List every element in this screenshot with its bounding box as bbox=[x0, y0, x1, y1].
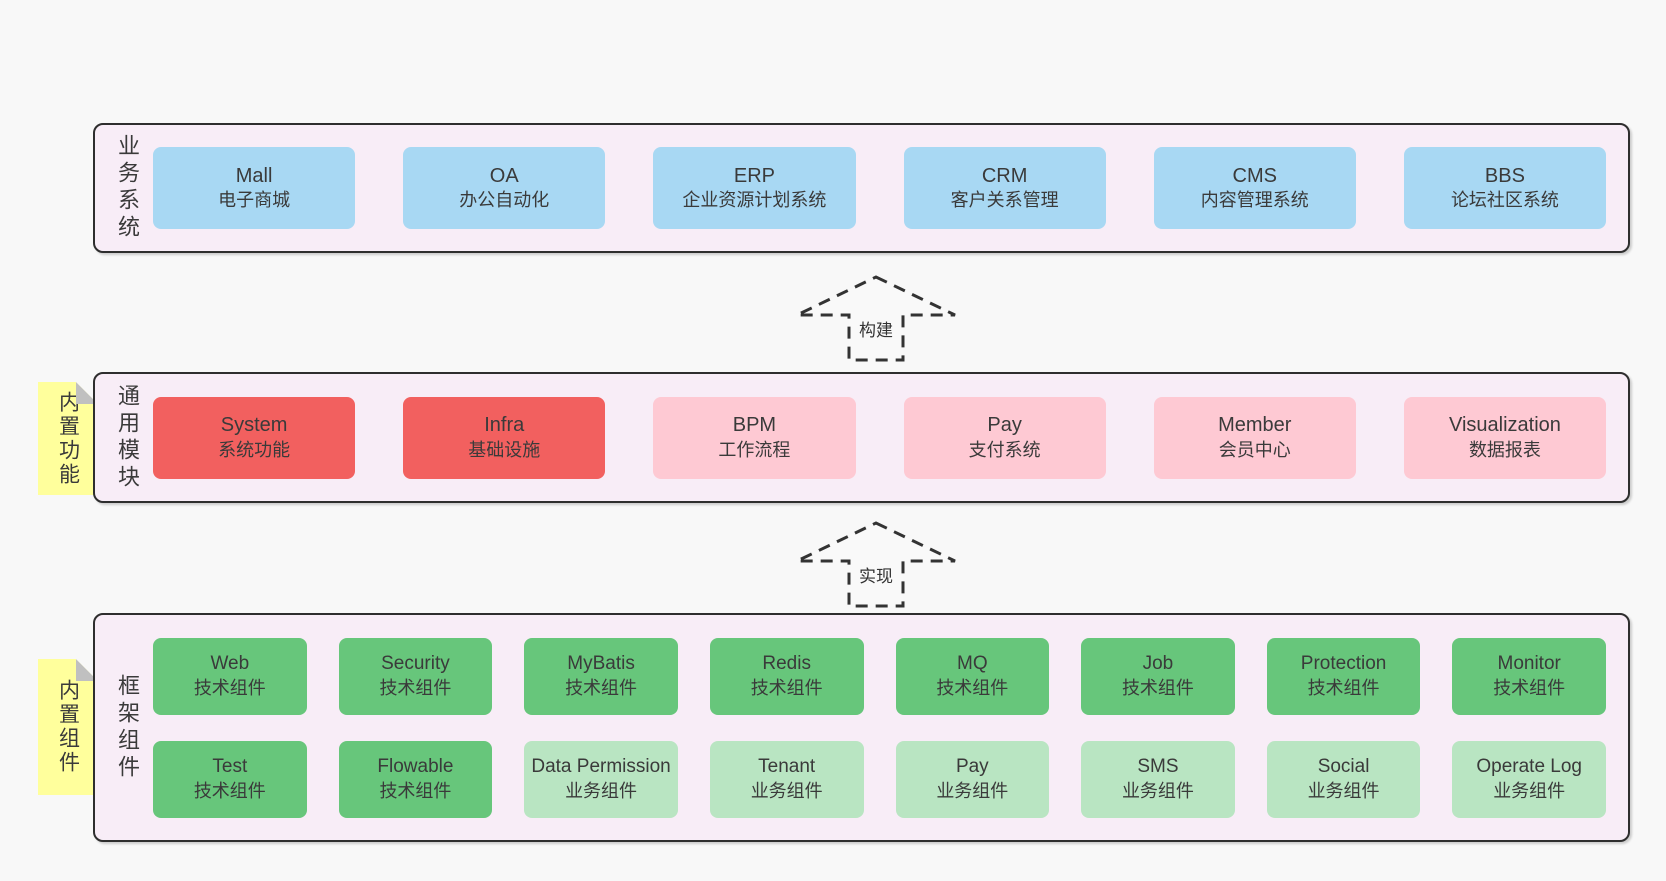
box-subtitle: 技术组件 bbox=[936, 677, 1009, 698]
box-subtitle: 技术组件 bbox=[193, 677, 266, 698]
box-subtitle: 业务组件 bbox=[565, 780, 638, 801]
box-title: BBS bbox=[1484, 164, 1525, 187]
box-job: Job 技术组件 bbox=[1081, 637, 1235, 715]
box-security: Security 技术组件 bbox=[338, 637, 493, 715]
framework-components-layer: 框架组件 Web 技术组件 Security 技术组件 MyBatis 技术组件… bbox=[93, 613, 1630, 842]
box-title: MQ bbox=[957, 653, 988, 675]
box-infra: Infra 基础设施 bbox=[403, 396, 606, 479]
box-title: Security bbox=[381, 653, 450, 675]
box-subtitle: 工作流程 bbox=[718, 439, 791, 460]
box-title: Pay bbox=[955, 756, 989, 778]
box-title: MyBatis bbox=[567, 653, 635, 675]
box-subtitle: 技术组件 bbox=[379, 677, 452, 698]
box-system: System 系统功能 bbox=[153, 396, 356, 479]
box-mq: MQ 技术组件 bbox=[895, 637, 1050, 715]
box-web: Web 技术组件 bbox=[153, 637, 307, 715]
box-subtitle: 技术组件 bbox=[750, 677, 823, 698]
box-subtitle: 技术组件 bbox=[1493, 677, 1566, 698]
box-cms: CMS 内容管理系统 bbox=[1153, 147, 1356, 229]
box-title: CRM bbox=[981, 164, 1028, 187]
box-subtitle: 基础设施 bbox=[468, 439, 541, 460]
box-title: Web bbox=[210, 653, 250, 675]
box-monitor: Monitor 技术组件 bbox=[1452, 637, 1606, 715]
note-text: 内置组件 bbox=[56, 679, 80, 775]
common-modules-layer: 通用模块 System 系统功能 Infra 基础设施 BPM 工作流程 Pay… bbox=[93, 372, 1630, 503]
box-title: Test bbox=[212, 756, 248, 778]
build-arrow-icon: 构建 bbox=[791, 272, 961, 364]
box-title: SMS bbox=[1137, 756, 1179, 778]
box-subtitle: 技术组件 bbox=[1121, 677, 1194, 698]
box-title: CMS bbox=[1232, 164, 1277, 187]
box-title: BPM bbox=[732, 414, 777, 437]
box-subtitle: 技术组件 bbox=[193, 780, 266, 801]
box-subtitle: 系统功能 bbox=[218, 439, 291, 460]
box-title: Visualization bbox=[1448, 414, 1561, 437]
box-visualization: Visualization 数据报表 bbox=[1403, 396, 1607, 479]
arrow-label: 实现 bbox=[857, 562, 895, 587]
box-flowable: Flowable 技术组件 bbox=[338, 740, 493, 818]
box-operate-log: Operate Log 业务组件 bbox=[1452, 740, 1606, 818]
box-subtitle: 业务组件 bbox=[1307, 780, 1380, 801]
box-data-permission: Data Permission 业务组件 bbox=[524, 740, 678, 818]
box-bpm: BPM 工作流程 bbox=[653, 396, 856, 479]
implement-arrow-icon: 实现 bbox=[791, 518, 961, 610]
box-subtitle: 数据报表 bbox=[1468, 439, 1541, 460]
box-mybatis: MyBatis 技术组件 bbox=[524, 637, 678, 715]
box-title: Member bbox=[1218, 414, 1292, 437]
box-title: Social bbox=[1317, 756, 1370, 778]
box-title: Redis bbox=[762, 653, 811, 675]
box-title: Mall bbox=[235, 164, 273, 187]
box-subtitle: 业务组件 bbox=[1493, 780, 1566, 801]
box-social: Social 业务组件 bbox=[1266, 740, 1421, 818]
box-subtitle: 客户关系管理 bbox=[950, 190, 1059, 211]
box-crm: CRM 客户关系管理 bbox=[903, 147, 1106, 229]
arrow-label: 构建 bbox=[857, 316, 895, 341]
box-oa: OA 办公自动化 bbox=[403, 147, 606, 229]
box-title: System bbox=[220, 414, 288, 437]
box-title: Tenant bbox=[758, 756, 816, 778]
box-subtitle: 技术组件 bbox=[1307, 677, 1380, 698]
box-title: ERP bbox=[733, 164, 775, 187]
box-test: Test 技术组件 bbox=[153, 740, 307, 818]
box-title: Job bbox=[1142, 653, 1174, 675]
box-title: Protection bbox=[1300, 653, 1387, 675]
box-member: Member 会员中心 bbox=[1153, 396, 1356, 479]
box-subtitle: 业务组件 bbox=[750, 780, 823, 801]
box-bbs: BBS 论坛社区系统 bbox=[1403, 147, 1607, 229]
sticky-note-built-in-features: 内置功能 bbox=[38, 382, 98, 495]
box-protection: Protection 技术组件 bbox=[1266, 637, 1421, 715]
box-title: Flowable bbox=[377, 756, 454, 778]
box-subtitle: 业务组件 bbox=[936, 780, 1009, 801]
box-pay-module: Pay 支付系统 bbox=[903, 396, 1106, 479]
business-systems-layer: 业务系统 Mall 电子商城 OA 办公自动化 ERP 企业资源计划系统 CRM… bbox=[93, 123, 1630, 253]
box-subtitle: 电子商城 bbox=[218, 190, 291, 211]
box-title: OA bbox=[489, 164, 519, 187]
sticky-note-built-in-components: 内置组件 bbox=[38, 659, 98, 795]
box-pay-component: Pay 业务组件 bbox=[895, 740, 1050, 818]
box-redis: Redis 技术组件 bbox=[709, 637, 864, 715]
note-text: 内置功能 bbox=[56, 390, 80, 487]
box-sms: SMS 业务组件 bbox=[1081, 740, 1235, 818]
box-title: Operate Log bbox=[1476, 756, 1582, 778]
box-tenant: Tenant 业务组件 bbox=[709, 740, 864, 818]
box-title: Monitor bbox=[1497, 653, 1561, 675]
box-subtitle: 支付系统 bbox=[968, 439, 1041, 460]
box-subtitle: 技术组件 bbox=[565, 677, 638, 698]
layer-title: 框架组件 bbox=[115, 673, 140, 782]
box-subtitle: 内容管理系统 bbox=[1200, 190, 1309, 211]
layer-title: 通用模块 bbox=[115, 383, 140, 492]
box-subtitle: 企业资源计划系统 bbox=[682, 190, 827, 211]
box-title: Data Permission bbox=[531, 756, 671, 778]
layer-title: 业务系统 bbox=[115, 134, 140, 242]
box-subtitle: 技术组件 bbox=[379, 780, 452, 801]
box-mall: Mall 电子商城 bbox=[153, 147, 356, 229]
box-erp: ERP 企业资源计划系统 bbox=[653, 147, 856, 229]
box-subtitle: 业务组件 bbox=[1121, 780, 1194, 801]
box-subtitle: 办公自动化 bbox=[459, 190, 550, 211]
box-title: Infra bbox=[484, 414, 525, 437]
box-subtitle: 论坛社区系统 bbox=[1450, 190, 1559, 211]
box-subtitle: 会员中心 bbox=[1218, 439, 1291, 460]
box-title: Pay bbox=[987, 414, 1022, 437]
